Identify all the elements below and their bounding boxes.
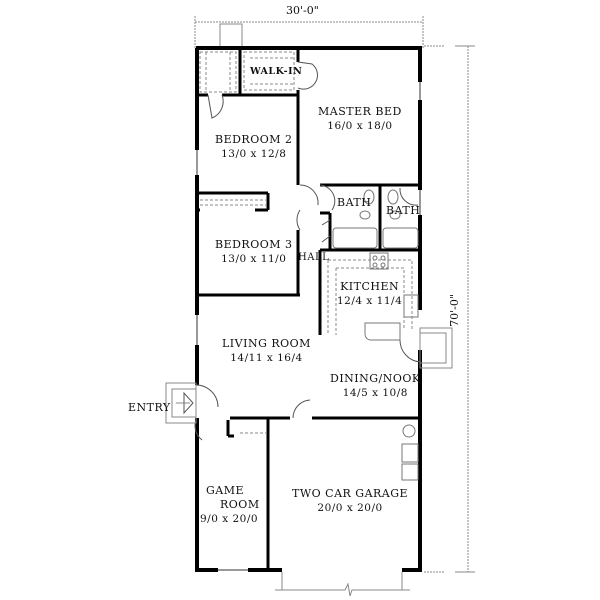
room-name: WALK-IN xyxy=(250,66,303,77)
room-name: TWO CAR GARAGE xyxy=(292,487,409,500)
room-name: BATH xyxy=(337,196,372,209)
room-name: DINING/NOOK xyxy=(330,372,421,385)
room-dimensions: 14/5 x 10/8 xyxy=(342,387,408,399)
room-name: KITCHEN xyxy=(340,280,400,293)
room-name: BEDROOM 2 xyxy=(215,133,293,146)
entry-stoop xyxy=(165,382,197,424)
garage-apron xyxy=(275,572,410,597)
room-dimensions: 9/0 x 20/0 xyxy=(200,513,259,525)
room-name: ENTRY xyxy=(128,401,171,414)
room-dimensions: 12/4 x 11/4 xyxy=(337,295,403,307)
bath-fixtures xyxy=(332,189,419,249)
room-label-entry: ENTRY xyxy=(128,401,171,415)
room-name: MASTER BED xyxy=(318,105,402,118)
dimension-lines xyxy=(194,16,475,573)
side-stoop xyxy=(419,327,453,369)
windows xyxy=(196,82,421,571)
room-label-game-room: GAME ROOM 9/0 x 20/0 xyxy=(200,484,260,526)
room-dimensions: 14/11 x 16/4 xyxy=(230,352,303,364)
chimney xyxy=(219,23,243,49)
room-label-master-bed: MASTER BED 16/0 x 18/0 xyxy=(318,105,402,133)
room-dimensions: 13/0 x 12/8 xyxy=(221,148,287,160)
room-label-bedroom-3: BEDROOM 3 13/0 x 11/0 xyxy=(215,238,293,266)
overall-depth-label: 70'-0" xyxy=(447,294,461,327)
closet-shelves xyxy=(199,51,295,434)
interior-walls xyxy=(196,48,420,572)
room-name: LIVING ROOM xyxy=(222,337,311,350)
room-label-living-room: LIVING ROOM 14/11 x 16/4 xyxy=(222,337,311,365)
room-name-line1: GAME xyxy=(206,484,245,497)
exterior-walls xyxy=(195,46,422,572)
room-dimensions: 16/0 x 18/0 xyxy=(327,120,393,132)
room-name: BATH xyxy=(386,204,421,217)
room-name: BEDROOM 3 xyxy=(215,238,293,251)
room-dimensions: 13/0 x 11/0 xyxy=(221,253,287,265)
room-name-line2: ROOM xyxy=(220,498,260,511)
kitchen-counters xyxy=(327,259,413,335)
overall-width-label: 30'-0" xyxy=(286,4,319,17)
garage-fixtures xyxy=(401,424,419,481)
room-label-hall: HALL xyxy=(298,251,329,265)
door-swings xyxy=(194,61,421,441)
room-name: HALL xyxy=(298,252,330,263)
room-label-dining-nook: DINING/NOOK 14/5 x 10/8 xyxy=(330,372,421,400)
room-dimensions: 20/0 x 20/0 xyxy=(317,502,383,514)
room-label-bedroom-2: BEDROOM 2 13/0 x 12/8 xyxy=(215,133,293,161)
room-label-walk-in: WALK-IN xyxy=(250,65,302,79)
room-label-bath-1: BATH xyxy=(337,196,371,210)
room-label-bath-2: BATH xyxy=(386,204,420,218)
room-label-garage: TWO CAR GARAGE 20/0 x 20/0 xyxy=(292,487,408,515)
kitchen-appliances xyxy=(364,252,419,341)
room-label-kitchen: KITCHEN 12/4 x 11/4 xyxy=(337,280,402,308)
